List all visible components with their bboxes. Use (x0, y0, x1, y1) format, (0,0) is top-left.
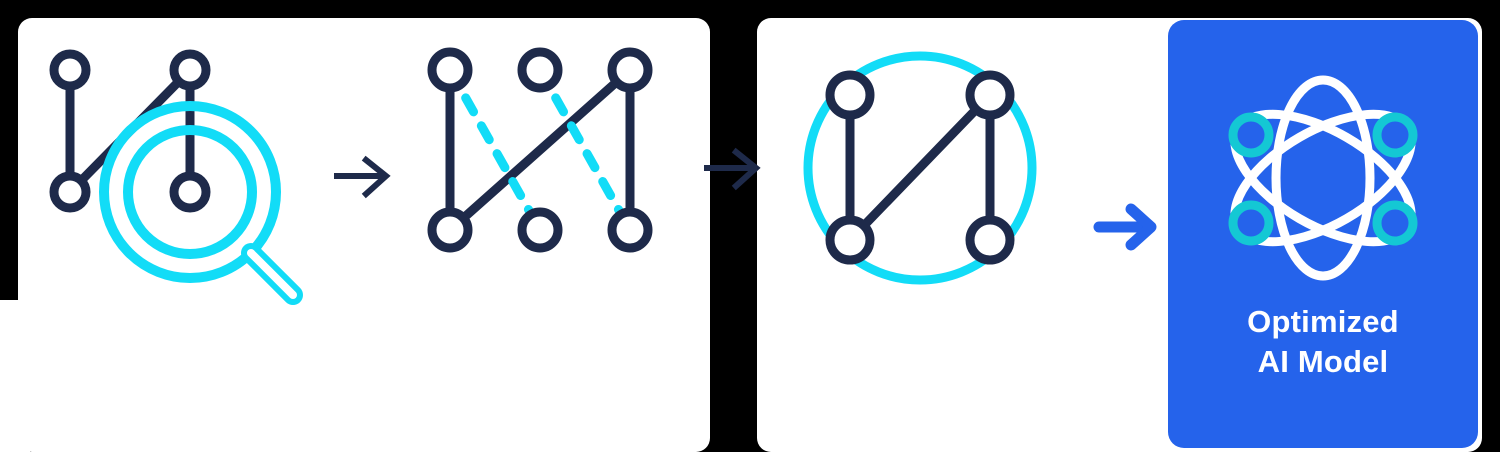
atom-node (1228, 200, 1274, 246)
magnifier-icon (99, 101, 303, 305)
graph-with-dashed-candidate-edges-icon (427, 47, 653, 253)
step-converged-graph[interactable] (790, 40, 1060, 300)
card-bleed-bottom (0, 452, 1500, 470)
edge-b1-t3 (445, 65, 635, 235)
graph-node (427, 47, 473, 93)
result-title-line-2: AI Model (1257, 343, 1389, 379)
graph-inside-circle-icon (803, 51, 1037, 285)
step-candidate-connections[interactable] (420, 40, 690, 300)
result-title-line-1: Optimized (1247, 304, 1399, 339)
graph-node (825, 70, 875, 120)
result-card-title: Optimized AI Model (1247, 302, 1399, 381)
arrow-right-icon-2 (700, 144, 764, 192)
graph-node (607, 207, 653, 253)
candidate-edge-t2-b3 (535, 65, 635, 235)
graph-node (965, 215, 1015, 265)
graph-node (49, 171, 91, 213)
enclosing-circle (803, 51, 1037, 285)
magnifier-over-graph-icon (49, 49, 303, 305)
graph-node (169, 171, 211, 213)
arrow-right-icon-1 (330, 152, 394, 200)
graph-node (517, 207, 563, 253)
atom-icon (1217, 72, 1429, 284)
graph-node (427, 207, 473, 253)
graph-node (49, 49, 91, 91)
graph-node (825, 215, 875, 265)
graph-node (965, 70, 1015, 120)
panel-card-left (18, 18, 710, 452)
edge-c3-c2 (845, 90, 995, 245)
graph-node (517, 47, 563, 93)
graph-node (607, 47, 653, 93)
atom-node (1372, 200, 1418, 246)
optimized-ai-model-card[interactable]: Optimized AI Model (1168, 20, 1478, 448)
arrow-right-icon-3 (1093, 200, 1163, 254)
atom-node (1228, 112, 1274, 158)
graph-node (169, 49, 211, 91)
step-graph-inspection[interactable] (30, 40, 320, 305)
atom-node (1372, 112, 1418, 158)
candidate-edge-t1-b2 (445, 65, 545, 235)
